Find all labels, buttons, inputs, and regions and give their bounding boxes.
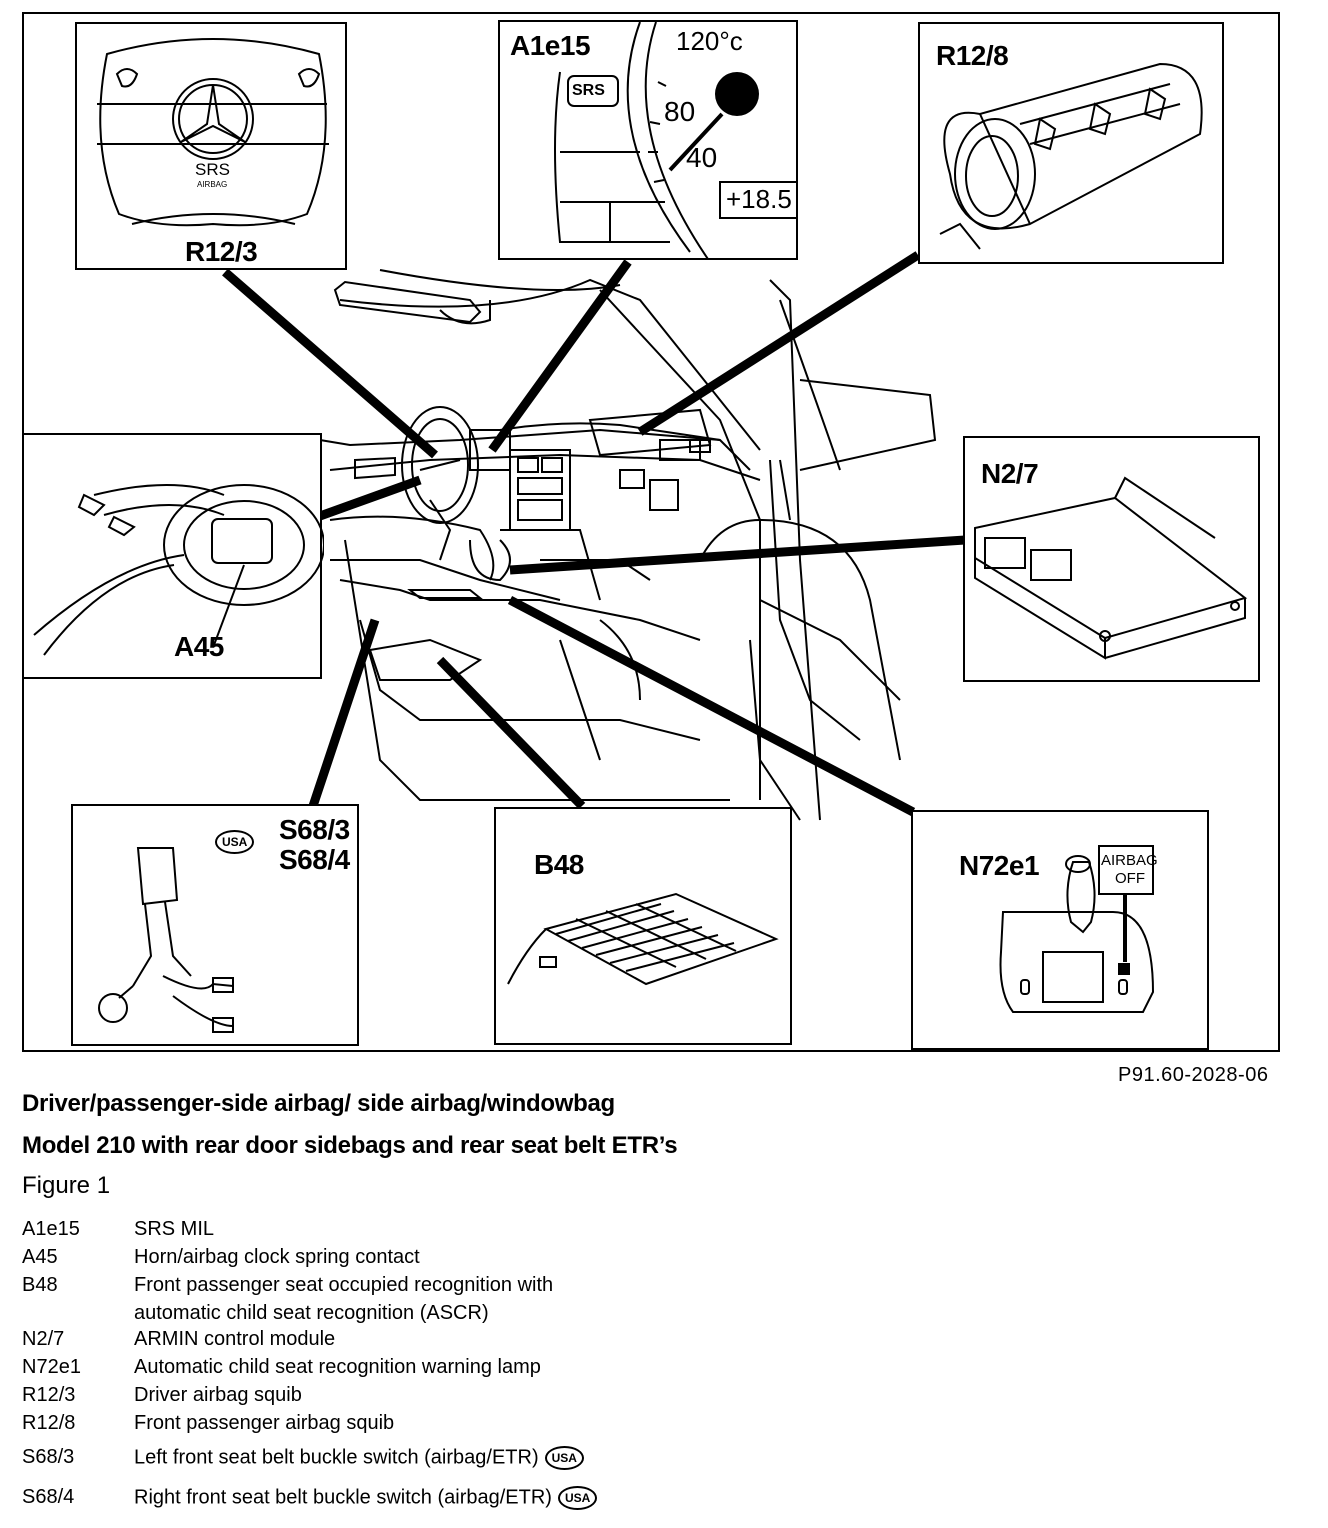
usa-badge: USA (215, 830, 255, 854)
legend-desc: Left front seat belt buckle switch (airb… (134, 1446, 539, 1469)
figure-code: P91.60-2028-06 (1118, 1064, 1269, 1086)
instrument-cluster-icon (554, 22, 796, 258)
inset-n2-7: N2/7 (963, 436, 1260, 682)
steering-wheel-pad-icon (97, 38, 329, 227)
callout-a1e15: A1e15 (510, 30, 591, 61)
legend-code: B48 (22, 1274, 58, 1296)
legend-desc: Horn/airbag clock spring contact (134, 1246, 420, 1268)
clock-spring-icon (33, 484, 324, 656)
legend-desc: ARMIN control module (134, 1328, 336, 1350)
legend-code: A1e15 (22, 1218, 80, 1240)
legend-code: N2/7 (22, 1328, 65, 1350)
callout-b48: B48 (534, 849, 584, 880)
callout-n2-7: N2/7 (981, 458, 1039, 489)
legend-code: A45 (22, 1246, 58, 1268)
usa-badge: USA (544, 1446, 584, 1470)
legend-code: S68/4 (22, 1486, 75, 1508)
legend-desc: Automatic child seat recognition warning… (134, 1356, 541, 1378)
inset-b48: B48 (494, 807, 792, 1045)
gear-selector-icon (999, 845, 1155, 1013)
srs-text: SRS (195, 160, 230, 179)
inset-r12-3: SRS AIRBAG R12/3 (75, 22, 347, 270)
inset-n72e1: AIRBAG OFF N72e1 (911, 810, 1209, 1050)
legend-desc: SRS MIL (134, 1218, 215, 1240)
figure-label: Figure 1 (22, 1172, 111, 1199)
inset-r12-8: R12/8 (918, 22, 1224, 264)
legend-desc: Driver airbag squib (134, 1384, 302, 1406)
inset-s68: USA S68/3 S68/4 (71, 804, 359, 1046)
srs-mil-text: SRS (572, 82, 605, 99)
inset-a1e15: SRS 120°c 80 40 +18.5 A1e15 (498, 20, 798, 260)
callout-a45: A45 (174, 631, 224, 662)
callout-r12-8: R12/8 (936, 40, 1009, 71)
legend-desc: Front passenger airbag squib (134, 1412, 395, 1434)
temp-readout: +18.5 (726, 184, 792, 214)
callout-n72e1: N72e1 (959, 850, 1040, 881)
seat-belt-buckle-icon (98, 847, 234, 1033)
control-module-icon (974, 476, 1248, 660)
temp-40-text: 40 (686, 142, 718, 173)
temp-120-text: 120°c (676, 26, 743, 56)
diagram-title-line2: Model 210 with rear door sidebags and re… (22, 1132, 678, 1159)
airbag-off-text-1: AIRBAG (1101, 852, 1158, 869)
airbag-off-text-2: OFF (1115, 870, 1145, 887)
car-interior-drawing (222, 251, 966, 821)
legend-code: R12/3 (22, 1384, 76, 1406)
legend-desc: automatic child seat recognition (ASCR) (134, 1302, 489, 1324)
usa-badge: USA (557, 1486, 598, 1510)
callout-s68-3: S68/3 (279, 814, 350, 845)
legend-code: N72e1 (22, 1356, 81, 1378)
callout-s68-4: S68/4 (279, 844, 350, 875)
passenger-airbag-module-icon (939, 62, 1203, 250)
inset-a45: A45 (22, 433, 324, 679)
seat-sensor-mat-icon (507, 892, 779, 986)
airbag-small-text: AIRBAG (197, 180, 228, 189)
legend-code: R12/8 (22, 1412, 76, 1434)
legend-desc-wrap: Left front seat belt buckle switch (airb… (134, 1446, 584, 1470)
legend-desc: Front passenger seat occupied recognitio… (134, 1274, 554, 1296)
diagram-title-line1: Driver/passenger-side airbag/ side airba… (22, 1090, 615, 1117)
callout-r12-3: R12/3 (185, 236, 258, 267)
legend-desc: Right front seat belt buckle switch (air… (134, 1486, 552, 1509)
legend-desc-wrap: Right front seat belt buckle switch (air… (134, 1486, 598, 1510)
temp-80-text: 80 (664, 96, 696, 127)
legend-code: S68/3 (22, 1446, 75, 1468)
